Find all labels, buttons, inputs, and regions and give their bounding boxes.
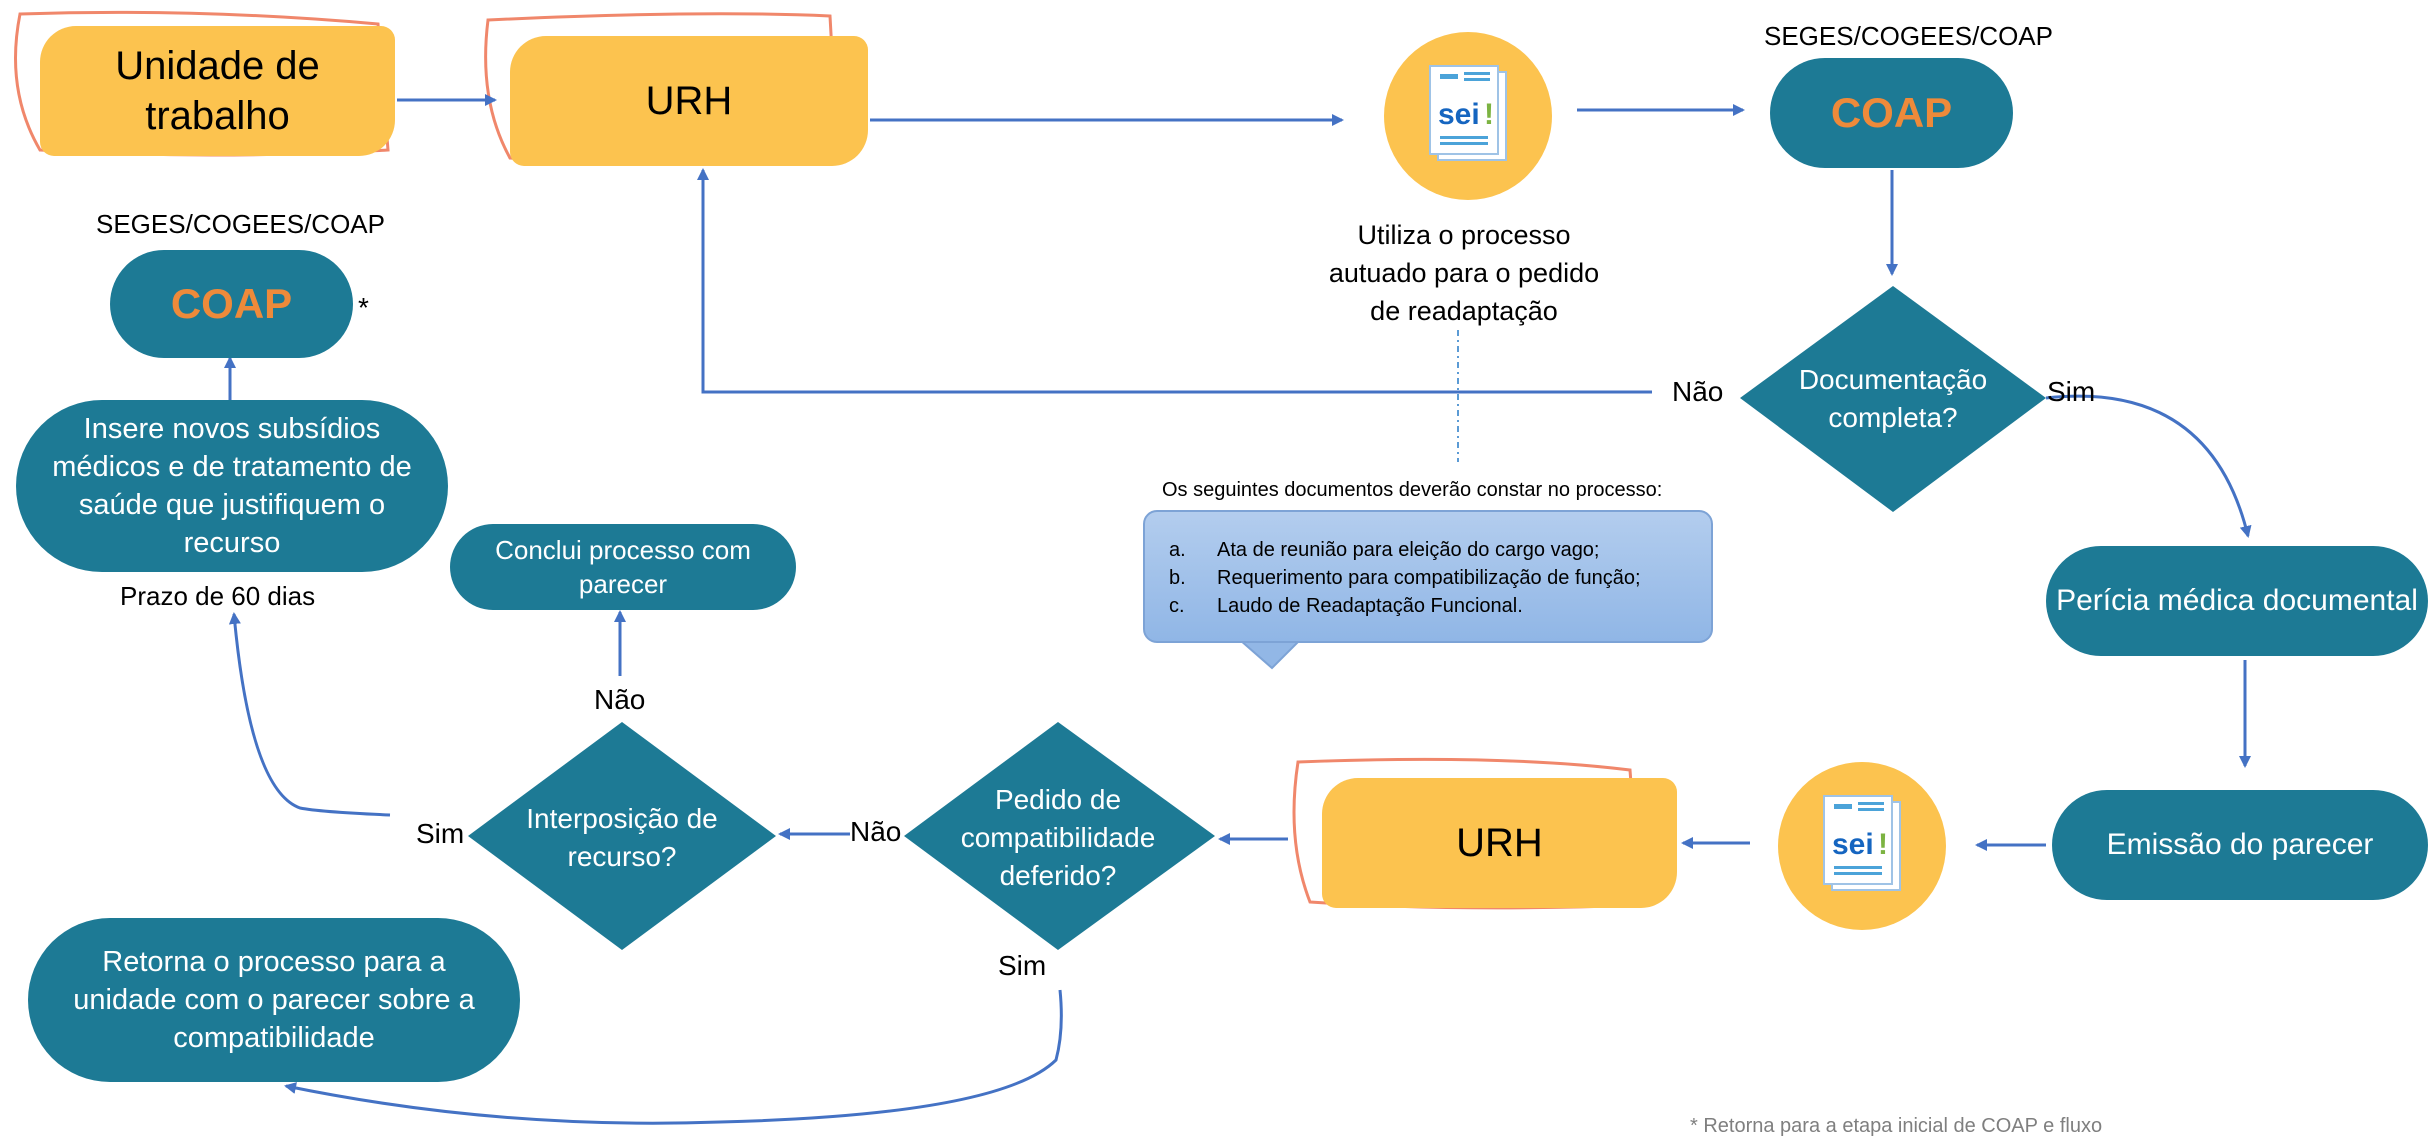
- label-seges-top: SEGES/COGEES/COAP: [1764, 21, 2053, 51]
- node-urh-top: URH: [510, 36, 868, 166]
- node-unidade-de-trabalho: Unidade de trabalho: [40, 26, 395, 156]
- diamond-interposicao: [468, 722, 776, 950]
- document-item-text: Requerimento para compatibilização de fu…: [1217, 567, 1641, 589]
- document-item-text: Laudo de Readaptação Funcional.: [1217, 595, 1523, 617]
- document-item-marker: b.: [1169, 567, 1186, 589]
- diamond-interposicao-label: Interposição de recurso?: [526, 803, 718, 872]
- edge-label-sim-documentacao: Sim: [2047, 376, 2096, 407]
- node-emissao-parecer: Emissão do parecer: [2052, 790, 2428, 900]
- edge-label-sim-interposicao: Sim: [416, 818, 465, 849]
- footnote: * Retorna para a etapa inicial de COAP e…: [1690, 1115, 2103, 1137]
- edge-sim-pericia: [2045, 394, 2252, 538]
- svg-text:sei: sei: [1832, 828, 1874, 861]
- sei-doc-icon-bottom: sei !: [1778, 762, 1946, 930]
- diamond-pedido: [904, 722, 1215, 950]
- node-urh-bottom: URH: [1322, 778, 1677, 908]
- document-item-text: Ata de reunião para eleição do cargo vag…: [1217, 539, 1600, 561]
- coap-left-asterisk: *: [358, 292, 369, 323]
- label-utiliza-processo: Utiliza o processo autuado para o pedido…: [1328, 220, 1600, 326]
- document-item-marker: a.: [1169, 539, 1186, 561]
- edge-label-sim-pedido: Sim: [998, 950, 1047, 981]
- node-coap-left: COAP: [110, 250, 353, 358]
- node-retorna-processo: Retorna o processo para a unidade com o …: [28, 918, 520, 1082]
- sei-doc-icon-top: sei !: [1384, 32, 1552, 200]
- edge-nao-urh: [697, 168, 1652, 394]
- svg-text:sei: sei: [1438, 98, 1480, 131]
- node-pericia-medica: Perícia médica documental: [2046, 546, 2428, 656]
- documents-box: a. Ata de reunião para eleição do cargo …: [1143, 510, 1713, 643]
- diamond-pedido-label: Pedido de compatibilidade deferido?: [960, 784, 1156, 891]
- doc-box-tail: [1237, 639, 1303, 670]
- document-item: c. Laudo de Readaptação Funcional.: [1169, 592, 1691, 620]
- documents-heading: Os seguintes documentos deverão constar …: [1162, 479, 1663, 501]
- edge-sim-retorna: [284, 989, 1063, 1125]
- edge-label-nao-pedido: Não: [850, 816, 902, 847]
- edge-label-nao-documentacao: Não: [1672, 376, 1724, 407]
- svg-text:!: !: [1484, 98, 1494, 131]
- document-item: a. Ata de reunião para eleição do cargo …: [1169, 536, 1691, 564]
- diamond-documentacao: [1740, 286, 2046, 512]
- document-item-marker: c.: [1169, 595, 1185, 617]
- document-item: b. Requerimento para compatibilização de…: [1169, 564, 1691, 592]
- node-coap-top: COAP: [1770, 58, 2013, 168]
- svg-text:!: !: [1878, 828, 1888, 861]
- node-insere-subsidios: Insere novos subsídios médicos e de trat…: [16, 400, 448, 572]
- edge-interp-sim: [228, 612, 391, 817]
- edge-label-nao-interposicao: Não: [594, 684, 646, 715]
- label-prazo-60-dias: Prazo de 60 dias: [120, 581, 316, 611]
- label-seges-left: SEGES/COGEES/COAP: [96, 209, 385, 239]
- node-conclui-processo: Conclui processo com parecer: [450, 524, 796, 610]
- diamond-documentacao-label: Documentação completa?: [1798, 364, 1988, 433]
